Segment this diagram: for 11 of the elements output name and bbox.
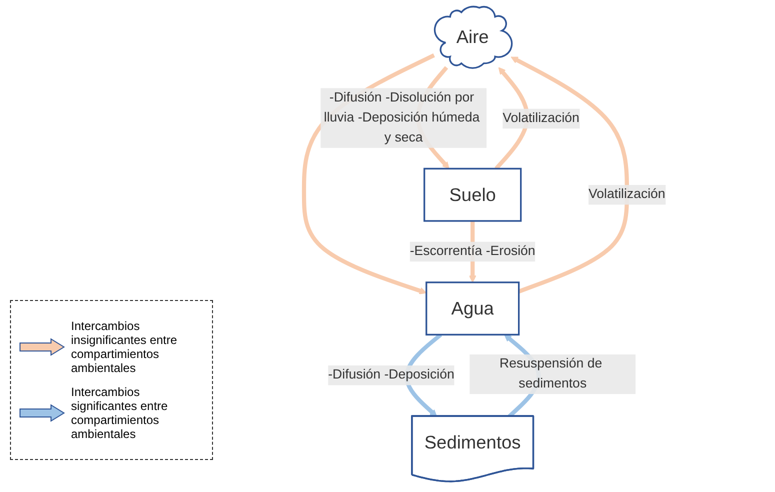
edge-label: Volatilización — [502, 111, 580, 126]
edge-label: -Difusión -Disolución por lluvia -Deposición húmeda y seca — [324, 90, 480, 145]
arrow — [511, 56, 630, 294]
edge-label: Resuspensión de sedimentos — [500, 356, 602, 391]
legend-text: Intercambios insignificantes entre compartimientos ambientales — [71, 319, 178, 375]
edge-label: -Difusión -Deposición — [328, 368, 455, 382]
edge-label: Volatilización — [588, 187, 666, 202]
legend-text: Intercambios significantes entre compartimientos ambientales — [71, 385, 169, 441]
edge-label: -Escorrentía -Erosión — [410, 244, 536, 258]
node-box: Agua — [426, 282, 520, 336]
node-box: Suelo — [424, 168, 522, 222]
